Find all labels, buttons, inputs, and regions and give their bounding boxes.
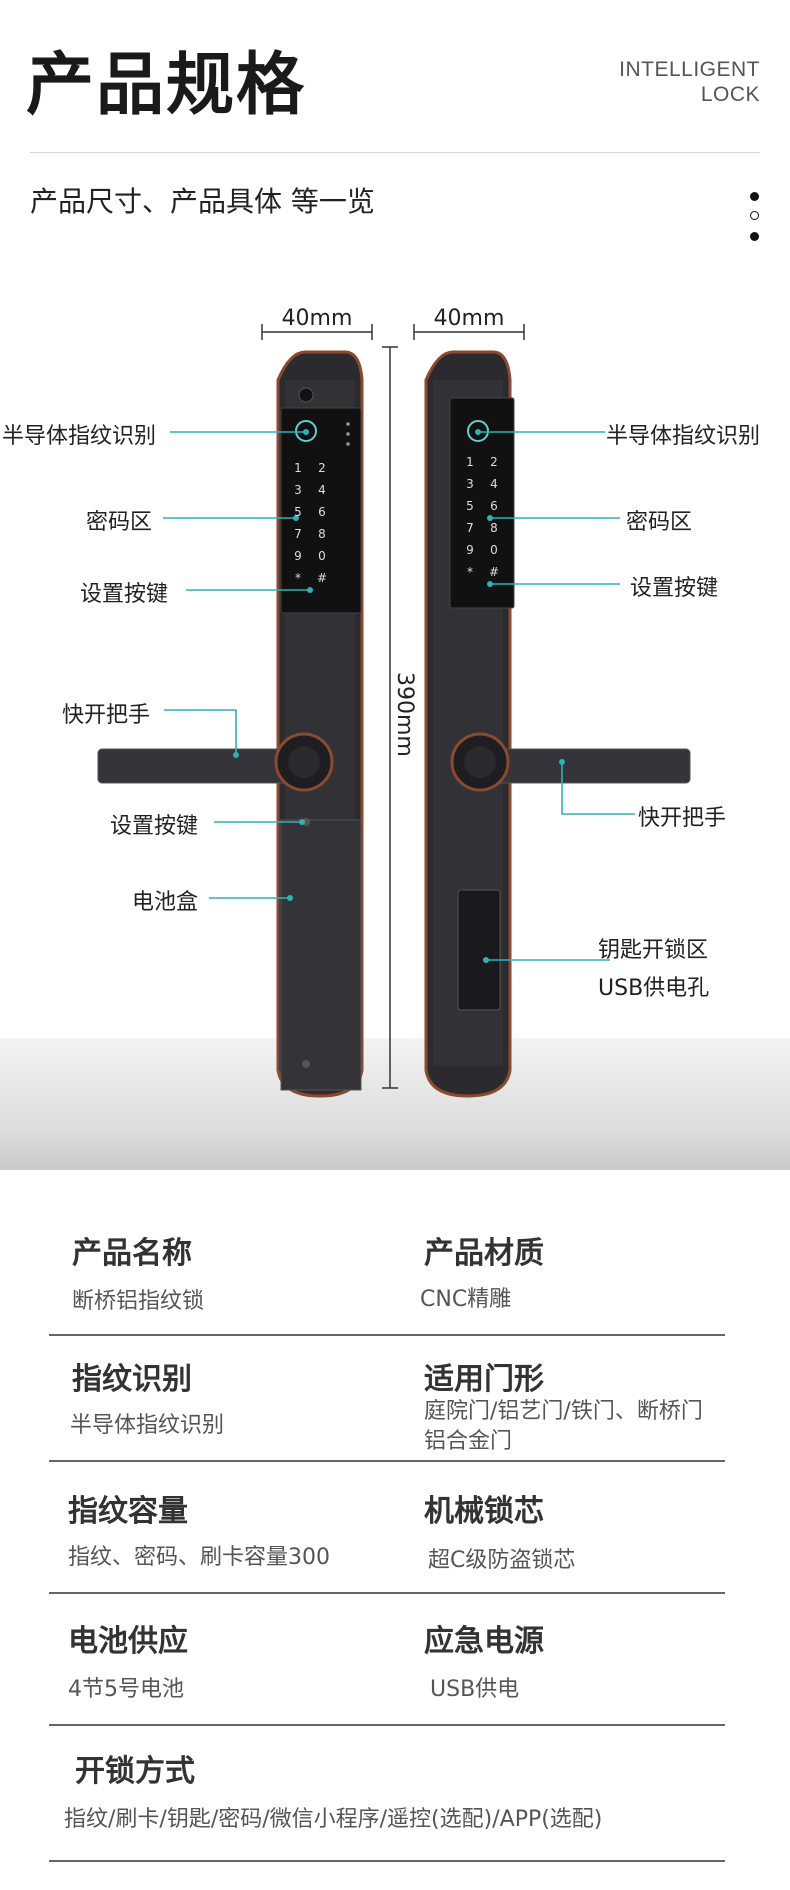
page-title: 产品规格 (26, 46, 307, 125)
spec-key: 指纹容量 (68, 1494, 188, 1529)
keypad-key: 4 (318, 483, 326, 497)
brand-line1: INTELLIGENT (619, 58, 760, 81)
brand-text: INTELLIGENT LOCK (619, 57, 760, 107)
keypad-key: 3 (294, 483, 302, 497)
label-battery-left: 电池盒 (132, 890, 199, 915)
keypad-key: 4 (490, 477, 498, 491)
spec-divider (49, 1460, 725, 1462)
label-handle-right: 快开把手 (638, 806, 727, 831)
dot-icon (750, 232, 759, 241)
keypad-key: 5 (466, 499, 474, 513)
keypad-right: 1 2 3 4 5 6 7 8 9 0 * # (466, 455, 499, 579)
height-label: 390mm (392, 672, 417, 757)
dot-outline-icon (750, 211, 759, 220)
width-label-left: 40mm (282, 306, 353, 331)
spec-value: USB供电 (430, 1677, 520, 1702)
dimension-lines (261, 324, 525, 1089)
spec-divider (49, 1860, 725, 1862)
spec-value: 断桥铝指纹锁 (72, 1289, 205, 1314)
label-fingerprint-left: 半导体指纹识别 (2, 424, 157, 449)
spec-divider (49, 1592, 725, 1594)
keypad-key: 2 (318, 461, 326, 475)
spec-value: 超C级防盗锁芯 (428, 1548, 576, 1573)
page-subtitle: 产品尺寸、产品具体 等一览 (30, 185, 375, 218)
spec-value: CNC精雕 (420, 1287, 512, 1312)
spec-value-line2: 铝合金门 (424, 1429, 513, 1454)
keypad-key: 6 (490, 499, 498, 513)
keypad-key: * (295, 571, 301, 585)
label-fingerprint-right: 半导体指纹识别 (606, 424, 761, 449)
keypad-key: 8 (318, 527, 326, 541)
spec-value: 指纹、密码、刷卡容量300 (68, 1545, 330, 1570)
label-settings-right: 设置按键 (630, 576, 719, 601)
leader-dots (233, 429, 565, 963)
header-divider (30, 152, 760, 153)
floor-backdrop (0, 1038, 790, 1170)
keypad-key: 6 (318, 505, 326, 519)
keypad-key: 3 (466, 477, 474, 491)
lock-front (97, 350, 364, 1098)
label-settings-left: 设置按键 (80, 582, 169, 607)
spec-value: 半导体指纹识别 (70, 1413, 225, 1438)
label-password-left: 密码区 (86, 510, 153, 535)
spec-value-line1: 庭院门/铝艺门/铁门、断桥门 (424, 1399, 703, 1424)
label-password-right: 密码区 (626, 510, 693, 535)
spec-key: 产品名称 (72, 1236, 192, 1271)
spec-key: 电池供应 (68, 1624, 188, 1659)
label-handle-left: 快开把手 (62, 703, 151, 728)
keypad-key: 7 (294, 527, 302, 541)
brand-line2: LOCK (700, 83, 760, 106)
spec-divider (49, 1724, 725, 1726)
keypad-key: * (467, 565, 473, 579)
keypad-key: 5 (294, 505, 302, 519)
keypad-key: 0 (490, 543, 498, 557)
spec-key: 开锁方式 (75, 1754, 195, 1789)
keypad-key: 8 (490, 521, 498, 535)
keypad-key: # (317, 571, 327, 585)
keypad-key: 9 (466, 543, 474, 557)
width-label-right: 40mm (434, 306, 505, 331)
keypad-key: 9 (294, 549, 302, 563)
label-key-area-right: 钥匙开锁区 (598, 938, 709, 963)
spec-value: 4节5号电池 (68, 1677, 184, 1702)
leader-lines (163, 431, 635, 961)
keypad-key: 7 (466, 521, 474, 535)
label-settings2-left: 设置按键 (110, 814, 199, 839)
spec-value: 指纹/刷卡/钥匙/密码/微信小程序/遥控(选配)/APP(选配) (64, 1807, 603, 1832)
spec-key: 机械锁芯 (424, 1494, 544, 1529)
keypad-key: 0 (318, 549, 326, 563)
lock-diagram: 1 2 3 4 5 6 7 8 9 0 * # 1 2 3 4 5 6 7 8 9 0 * # 40mm 40mm 390m… (97, 306, 691, 1098)
spec-key: 适用门形 (424, 1362, 544, 1397)
keypad-left: 1 2 3 4 5 6 7 8 9 0 * # (294, 461, 327, 585)
keypad-key: # (489, 565, 499, 579)
keypad-key: 1 (294, 461, 302, 475)
keypad-key: 2 (490, 455, 498, 469)
spec-key: 应急电源 (424, 1624, 544, 1659)
spec-key: 指纹识别 (72, 1362, 192, 1397)
keypad-key: 1 (466, 455, 474, 469)
spec-key: 产品材质 (424, 1236, 544, 1271)
lock-back (424, 350, 691, 1098)
label-usb-right: USB供电孔 (598, 976, 710, 1001)
dot-icon (750, 192, 759, 201)
spec-divider (49, 1334, 725, 1336)
